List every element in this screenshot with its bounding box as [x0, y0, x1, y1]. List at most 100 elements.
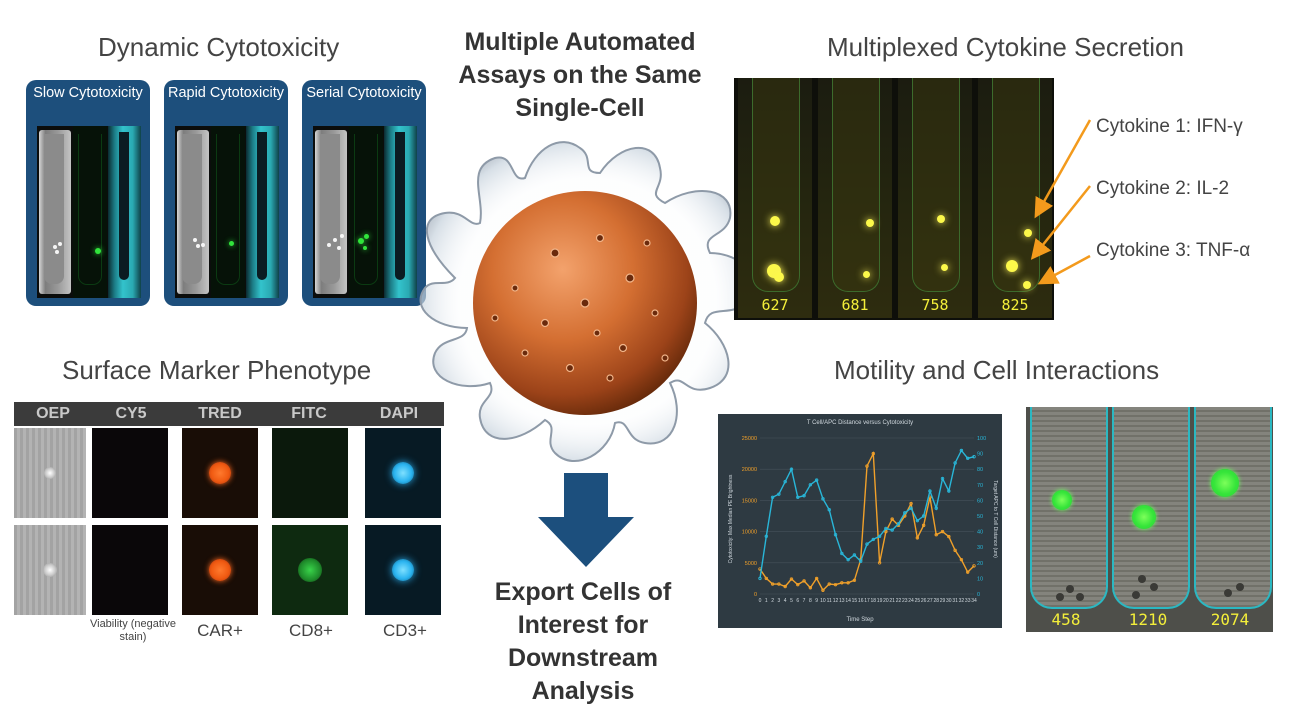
cy5-tile	[92, 428, 168, 518]
cytokine-label-ifn: Cytokine 1: IFN-γ	[1096, 116, 1243, 137]
series-point	[789, 467, 794, 471]
cytokine-micrograph: 627 681 758 825	[734, 78, 1054, 320]
tred-tile	[182, 525, 258, 615]
series-point	[915, 518, 920, 523]
y2-tick-label: 0	[977, 592, 980, 598]
motility-micrograph: 458 1210 2074	[1026, 407, 1273, 632]
series-point	[972, 455, 976, 459]
series-point	[896, 522, 901, 526]
x-tick-label: 30	[946, 598, 952, 604]
x-tick-label: 29	[940, 598, 946, 604]
cytotoxicity-card-serial: Serial Cytotoxicity	[302, 80, 426, 306]
y-tick-label: 15000	[742, 498, 757, 504]
series-point	[928, 489, 932, 493]
chart-title: T Cell/APC Distance versus Cytotoxicity	[807, 420, 913, 426]
x-tick-label: 4	[784, 598, 787, 604]
series-point	[808, 586, 813, 590]
series-point	[846, 557, 850, 562]
series-point	[814, 576, 819, 581]
x-tick-label: 3	[777, 598, 780, 604]
series-point	[764, 534, 768, 538]
series-point	[921, 514, 926, 518]
cytotoxicity-micrograph	[313, 126, 417, 298]
series-point	[947, 534, 951, 539]
x-tick-label: 8	[809, 598, 812, 604]
channel-header: CY5	[115, 405, 147, 422]
series-point	[909, 506, 913, 510]
y2-tick-label: 50	[977, 514, 983, 520]
chart-grid	[760, 437, 974, 595]
y2-tick-label: 70	[977, 483, 983, 489]
lane-number: 458	[1051, 610, 1081, 629]
fitc-tile	[272, 525, 348, 615]
series-line-0	[759, 450, 975, 592]
series-point	[953, 461, 957, 465]
series-point	[764, 576, 768, 581]
oep-tile	[14, 525, 86, 615]
dynamic-cytotoxicity-title: Dynamic Cytotoxicity	[98, 32, 340, 62]
caption-viability: Viability (negative stain)	[89, 618, 176, 643]
series-point	[972, 564, 976, 568]
series-point	[808, 483, 813, 487]
channel-header: OEP	[36, 405, 70, 422]
series-point	[915, 536, 920, 540]
card-label: Slow Cytotoxicity	[33, 85, 143, 101]
series-point	[840, 551, 844, 556]
lane-number: 1210	[1128, 610, 1168, 629]
y-axis-label: Cytotoxicity: Max Median PE Brightness	[728, 474, 734, 563]
lane-number: 627	[761, 296, 789, 314]
lane-number: 2074	[1210, 610, 1250, 629]
x-tick-label: 22	[896, 598, 902, 604]
y2-tick-label: 20	[977, 561, 983, 567]
x-tick-label: 24	[908, 598, 914, 604]
lane-number: 825	[1001, 296, 1029, 314]
x-tick-label: 0	[759, 598, 762, 604]
export-text: Export Cells of Interest for Downstream …	[494, 578, 672, 705]
x-tick-label: 18	[871, 598, 877, 604]
card-label: Rapid Cytotoxicity	[167, 85, 285, 101]
x-tick-label: 26	[921, 598, 927, 604]
series-point	[846, 581, 850, 585]
y2-tick-label: 100	[977, 436, 986, 442]
x-tick-label: 12	[833, 598, 839, 604]
series-point	[959, 557, 964, 562]
series-point	[909, 501, 913, 506]
x-tick-label: 13	[839, 598, 845, 604]
x-tick-label: 19	[877, 598, 883, 604]
cytotoxicity-card-slow: Slow Cytotoxicity	[26, 80, 150, 306]
x-tick-label: 17	[864, 598, 870, 604]
x-tick-label: 10	[820, 598, 826, 604]
chart-background	[718, 414, 1002, 628]
dapi-tile	[365, 428, 441, 518]
x-tick-label: 5	[790, 598, 793, 604]
series-point	[821, 497, 825, 501]
series-point	[770, 582, 775, 586]
single-cell-illustration	[419, 141, 756, 463]
x-axis-label: Time Step	[846, 617, 874, 623]
series-point	[852, 553, 857, 557]
series-line-1	[759, 449, 975, 579]
cytotoxicity-card-rapid: Rapid Cytotoxicity	[164, 80, 288, 306]
series-point	[959, 448, 964, 453]
cytokine-label-tnf: Cytokine 3: TNF-α	[1096, 240, 1251, 261]
x-tick-label: 11	[827, 598, 832, 604]
card-label: Serial Cytotoxicity	[306, 85, 422, 101]
caption-car: CAR+	[197, 621, 243, 640]
lane-number: 758	[921, 296, 949, 314]
series-point	[783, 584, 787, 589]
series-point	[852, 578, 857, 582]
y2-tick-label: 30	[977, 545, 983, 551]
caption-cd3: CD3+	[383, 621, 427, 640]
y-tick-label: 10000	[742, 530, 757, 536]
cytotoxicity-micrograph	[175, 126, 279, 298]
series-point	[865, 464, 869, 468]
y-tick-label: 20000	[742, 467, 757, 473]
series-point	[827, 582, 831, 586]
x-tick-label: 34	[971, 598, 977, 604]
series-point	[947, 489, 951, 493]
cytokine-label-il2: Cytokine 2: IL-2	[1096, 178, 1230, 199]
series-point	[890, 528, 894, 532]
